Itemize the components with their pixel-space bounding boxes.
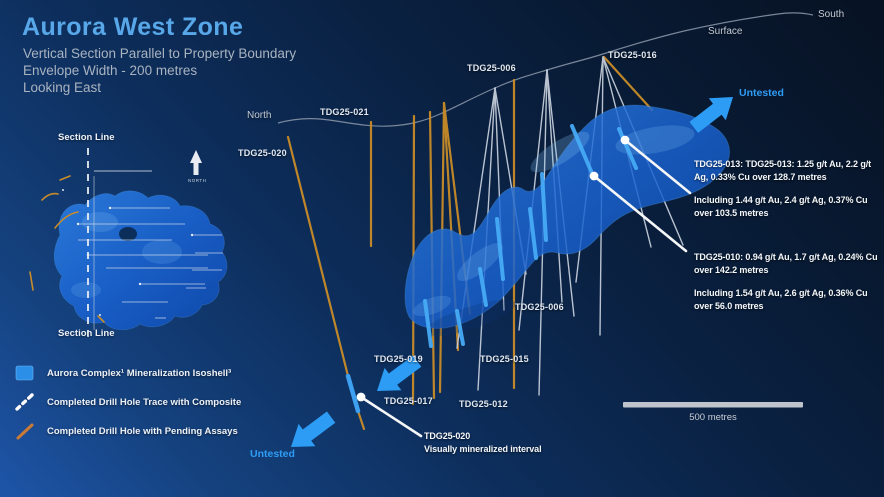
legend-item-pending: Completed Drill Hole with Pending Assays <box>14 421 238 441</box>
annotation-tdg25-020-title: TDG25-020 <box>424 431 471 441</box>
annotation-tdg25-013: TDG25-013: TDG25-013: 1.25 g/t Au, 2.2 g… <box>694 159 872 182</box>
label-tdg25-015: TDG25-015 <box>480 354 529 364</box>
surface-label: Surface <box>708 26 743 37</box>
annotation-tdg25-010-including: Including 1.54 g/t Au, 2.6 g/t Ag, 0.36%… <box>694 288 868 311</box>
untested-label-top: Untested <box>739 87 784 99</box>
subtitle-line-2: Envelope Width - 200 metres <box>23 63 198 78</box>
composite-trace-icon <box>15 393 34 411</box>
mineralization-isoshell <box>404 104 730 337</box>
subtitle-line-3: Looking East <box>23 80 102 95</box>
annotation-tdg25-013-including: Including 1.44 g/t Au, 2.4 g/t Ag, 0.37%… <box>694 195 868 218</box>
visually-mineralized-interval <box>345 373 361 414</box>
label-tdg25-020: TDG25-020 <box>238 148 287 158</box>
label-tdg25-016: TDG25-016 <box>608 50 657 60</box>
untested-label-bottom: Untested <box>250 448 295 460</box>
scale-bar <box>623 402 803 408</box>
inset-map: NORTH <box>29 148 228 338</box>
legend-label-composite: Completed Drill Hole Trace with Composit… <box>47 396 242 408</box>
inset-pending-traces <box>29 175 105 323</box>
inset-north-label: NORTH <box>188 178 206 183</box>
annotation-tdg25-020-note: Visually mineralized interval <box>424 443 542 454</box>
leader-dots <box>356 135 630 402</box>
annotation-tdg25-010: TDG25-010: 0.94 g/t Au, 1.7 g/t Ag, 0.24… <box>694 252 878 275</box>
inset-isoshell <box>53 190 228 331</box>
section-line-label-top: Section Line <box>58 132 115 143</box>
surface-line <box>277 12 814 127</box>
label-tdg25-012: TDG25-012 <box>459 399 508 409</box>
legend-label-isoshell: Aurora Complex¹ Mineralization Isoshell³ <box>47 367 232 379</box>
south-label: South <box>818 9 845 20</box>
leader-lines <box>359 138 692 438</box>
isoshell-swatch-icon <box>15 365 34 381</box>
pending-trace-icon <box>16 423 34 440</box>
north-label: North <box>247 110 272 121</box>
section-line-label-bottom: Section Line <box>58 328 115 339</box>
legend-item-isoshell: Aurora Complex¹ Mineralization Isoshell³ <box>14 364 231 382</box>
label-tdg25-021: TDG25-021 <box>320 107 369 117</box>
untested-arrow-top-icon <box>689 97 733 133</box>
subtitle-line-1: Vertical Section Parallel to Property Bo… <box>23 46 297 61</box>
label-tdg25-019: TDG25-019 <box>374 354 423 364</box>
legend-label-pending: Completed Drill Hole with Pending Assays <box>47 425 238 437</box>
scale-bar-label: 500 metres <box>689 412 737 423</box>
label-tdg25-006-lower: TDG25-006 <box>515 302 564 312</box>
legend-item-composite: Completed Drill Hole Trace with Composit… <box>14 392 241 412</box>
annotation-tdg25-020: TDG25-020 Visually mineralized interval <box>424 430 584 455</box>
label-tdg25-006-upper: TDG25-006 <box>467 63 516 73</box>
composite-intervals <box>423 124 638 348</box>
untested-arrow-mid-icon <box>377 355 422 391</box>
label-tdg25-017: TDG25-017 <box>384 396 433 406</box>
north-arrow-icon: NORTH <box>188 150 206 183</box>
untested-arrow-bottom-icon <box>291 411 336 447</box>
page-title: Aurora West Zone <box>22 13 244 41</box>
